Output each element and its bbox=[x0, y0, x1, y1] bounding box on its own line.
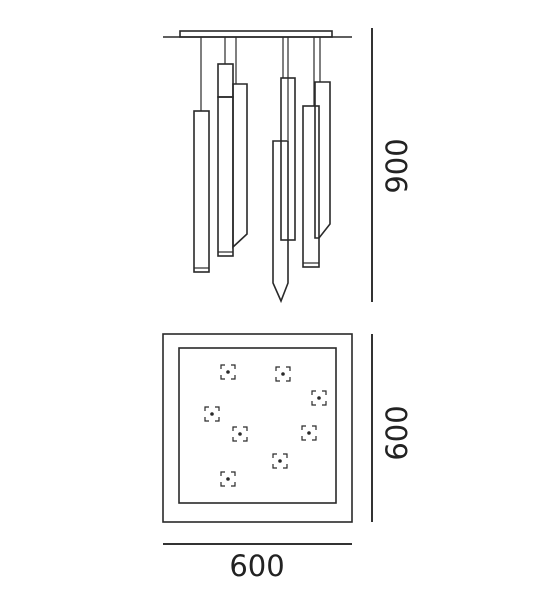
fixture-marker bbox=[301, 425, 317, 441]
side-elevation bbox=[163, 28, 373, 304]
fixture-marker bbox=[220, 364, 236, 380]
fixture-marker bbox=[220, 471, 236, 487]
pendant-tube bbox=[272, 140, 289, 304]
canopy-outer-frame bbox=[162, 333, 353, 523]
fixture-markers bbox=[204, 364, 327, 487]
pendant-tube bbox=[314, 81, 331, 239]
pendant-tube bbox=[217, 96, 234, 257]
canopy-inner-panel bbox=[178, 347, 337, 504]
fixture-marker bbox=[272, 453, 288, 469]
pendant-tube bbox=[193, 110, 210, 273]
fixture-marker bbox=[311, 390, 327, 406]
fixture-marker bbox=[204, 406, 220, 422]
canopy-plate bbox=[179, 30, 333, 38]
pendant-tube bbox=[302, 105, 320, 268]
fixture-marker bbox=[232, 426, 248, 442]
fixture-marker bbox=[275, 366, 291, 382]
plan-view bbox=[162, 333, 373, 545]
pendant-tube bbox=[232, 83, 248, 249]
suspension-wires bbox=[200, 37, 321, 140]
pendant-tubes bbox=[193, 63, 331, 304]
depth-dimension-label: 600 bbox=[380, 405, 414, 460]
width-dimension-label: 600 bbox=[229, 549, 284, 583]
pendant-tube bbox=[217, 63, 234, 98]
height-dimension-label: 900 bbox=[380, 138, 414, 193]
